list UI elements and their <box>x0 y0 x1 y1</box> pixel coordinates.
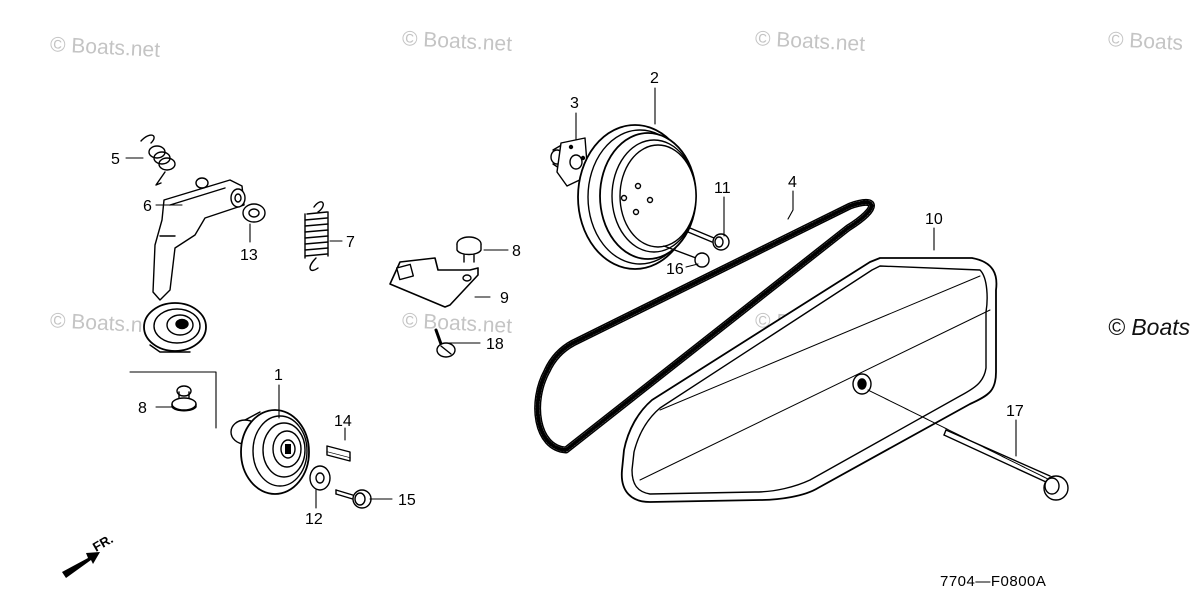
part-1-pulley <box>230 409 310 495</box>
part-11-bolt <box>687 227 730 251</box>
callout-labels: 5 6 13 7 8 9 18 8 1 14 12 15 3 2 11 16 4… <box>111 70 1024 528</box>
part-8-bolt-upper <box>456 236 482 263</box>
callout-10: 10 <box>925 211 943 228</box>
callout-14: 14 <box>334 413 352 430</box>
callout-6: 6 <box>143 198 152 215</box>
part-6-tension-arm <box>143 177 246 353</box>
callout-15: 15 <box>398 492 416 509</box>
part-7-spring <box>304 201 329 272</box>
part-2-large-pulley <box>577 124 697 270</box>
part-15-bolt <box>335 489 372 509</box>
callout-7: 7 <box>346 234 355 251</box>
callout-13: 13 <box>240 247 258 264</box>
callout-5: 5 <box>111 151 120 168</box>
part-9-bracket <box>389 257 479 308</box>
part-5-spring <box>140 134 176 186</box>
callout-16: 16 <box>666 261 684 278</box>
diagram-code: 7704—F0800A <box>940 573 1047 590</box>
front-direction-arrow: FR. <box>62 531 116 578</box>
part-14-key <box>326 445 351 462</box>
part-17-long-bolt <box>867 389 1069 501</box>
callout-11: 11 <box>714 180 731 197</box>
part-8-bolt-lower <box>171 385 197 412</box>
watermark: © Boats <box>1108 314 1191 340</box>
callout-4: 4 <box>788 174 797 191</box>
callout-2: 2 <box>650 70 659 87</box>
fr-label: FR. <box>90 531 116 554</box>
callout-1: 1 <box>274 367 283 384</box>
part-13-collar <box>242 203 266 223</box>
callout-3: 3 <box>570 95 579 112</box>
callout-17: 17 <box>1006 403 1024 420</box>
part-4-belt <box>534 198 875 454</box>
callout-8: 8 <box>512 243 521 260</box>
part-12-washer <box>309 465 331 491</box>
callout-18: 18 <box>486 336 504 353</box>
part-18-bolt <box>434 328 456 358</box>
callout-9: 9 <box>500 290 509 307</box>
leader-lines <box>125 87 1017 509</box>
part-16-bolt <box>663 245 710 268</box>
callout-12: 12 <box>305 511 323 528</box>
callout-8: 8 <box>138 400 147 417</box>
part-10-belt-cover <box>620 257 998 503</box>
